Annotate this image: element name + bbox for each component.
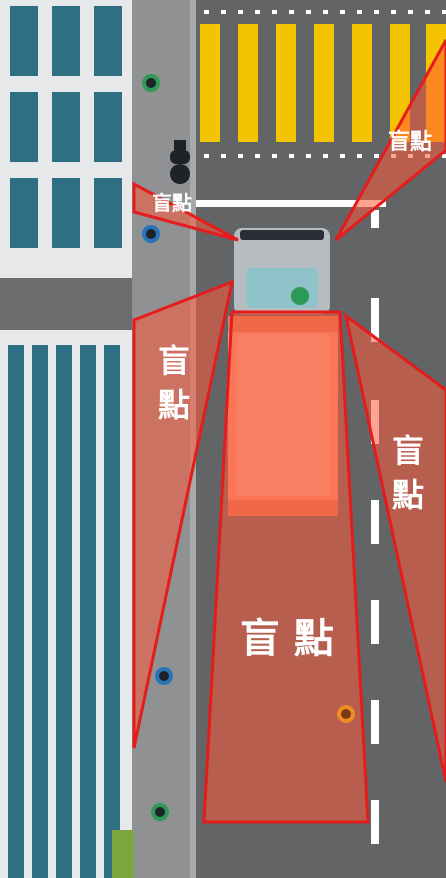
label-rear-blind-spot: 盲 點: [240, 616, 334, 662]
pedestrian-icon: [337, 705, 355, 723]
side-street: [0, 278, 132, 330]
building-top: [0, 0, 132, 278]
security-camera-icon: [170, 140, 190, 184]
label-right-side-bottom: 點: [392, 476, 424, 514]
label-left-side-top: 盲: [158, 342, 190, 380]
label-right-side-top: 盲: [392, 432, 424, 470]
label-crossing-blind-spot: 盲點: [388, 129, 432, 155]
pedestrian-icon: [155, 667, 173, 685]
blind-spot-crossing: [334, 39, 446, 242]
grass-patch: [112, 830, 134, 878]
label-left-side-bottom: 點: [158, 386, 190, 424]
blind-spot-right-side: [343, 312, 446, 783]
blind-spot-left-side: [132, 279, 235, 749]
blind-spot-zones: [132, 39, 446, 824]
building-bottom: [0, 330, 132, 878]
label-left-mirror-blind-spot: 盲點: [152, 191, 192, 215]
blind-spot-rear: [202, 310, 370, 824]
pedestrian-icon: [142, 225, 160, 243]
crosswalk: [196, 0, 446, 160]
blind-spot-left-mirror: [132, 181, 239, 242]
stop-line: [196, 200, 386, 207]
pedestrian-icon: [142, 74, 160, 92]
pedestrian-icon: [151, 803, 169, 821]
driver-icon: [291, 287, 309, 305]
